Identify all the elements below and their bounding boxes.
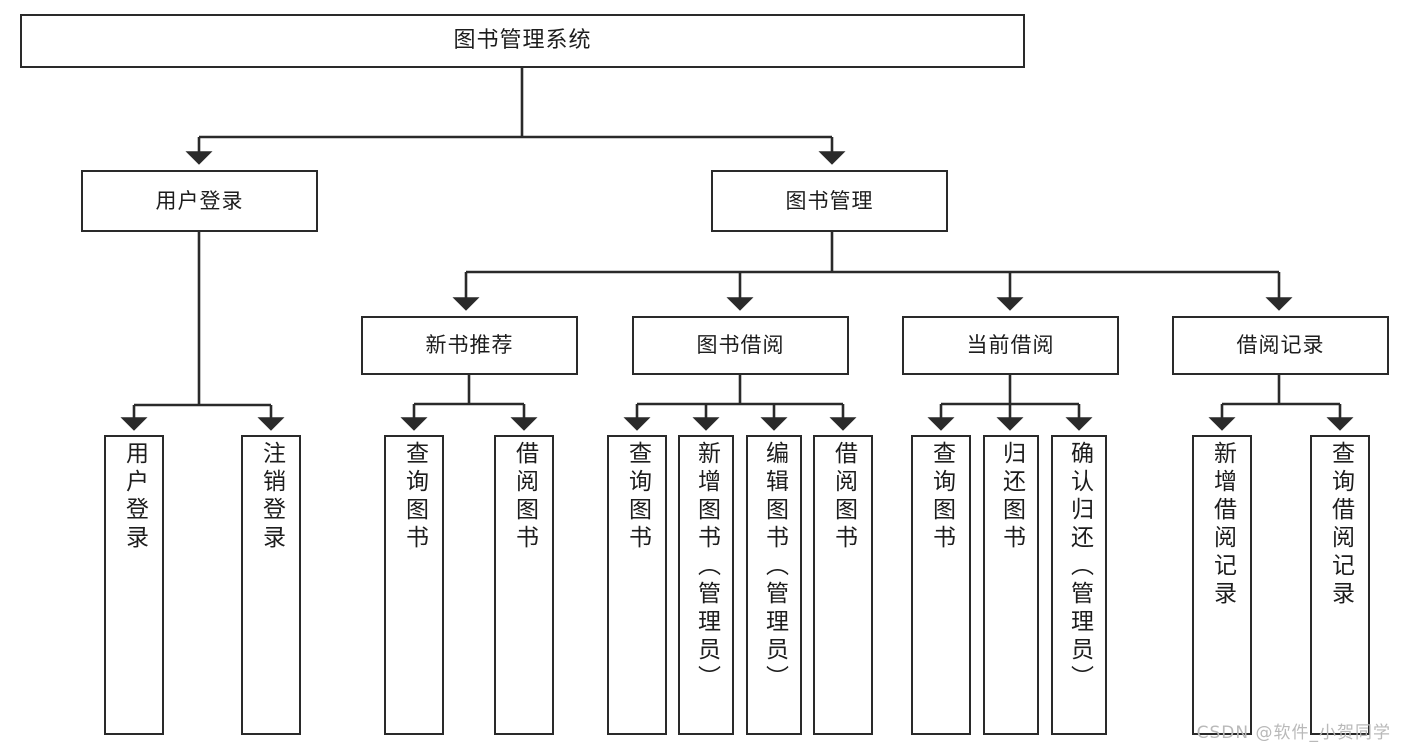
node-label: 当前借阅 [966, 333, 1055, 358]
node-label: 注销登录 [258, 441, 285, 553]
node-label: 查询图书 [624, 441, 651, 553]
node-label: 查询借阅记录 [1327, 441, 1354, 609]
node-book-management[interactable]: 图书管理 [711, 170, 948, 232]
csdn-watermark: CSDN @软件_小贺同学 [1196, 723, 1391, 743]
leaf-borrow-book-newbook[interactable]: 借阅图书 [494, 435, 554, 735]
leaf-return-book[interactable]: 归还图书 [983, 435, 1039, 735]
node-label: 确认归还（管理员） [1066, 441, 1093, 693]
leaf-query-borrow-record[interactable]: 查询借阅记录 [1310, 435, 1370, 735]
leaf-query-book-newbook[interactable]: 查询图书 [384, 435, 444, 735]
node-label: 图书管理系统 [453, 28, 592, 54]
node-user-login[interactable]: 用户登录 [81, 170, 318, 232]
leaf-add-book-admin[interactable]: 新增图书（管理员） [678, 435, 734, 735]
node-label: 归还图书 [998, 441, 1025, 553]
leaf-add-borrow-record[interactable]: 新增借阅记录 [1192, 435, 1252, 735]
node-book-borrow[interactable]: 图书借阅 [632, 316, 849, 375]
node-book-management-system[interactable]: 图书管理系统 [20, 14, 1025, 68]
leaf-logout[interactable]: 注销登录 [241, 435, 301, 735]
leaf-query-book-borrow[interactable]: 查询图书 [607, 435, 667, 735]
leaf-user-login[interactable]: 用户登录 [104, 435, 164, 735]
node-new-book-recommend[interactable]: 新书推荐 [361, 316, 578, 375]
leaf-edit-book-admin[interactable]: 编辑图书（管理员） [746, 435, 802, 735]
leaf-query-book-current[interactable]: 查询图书 [911, 435, 971, 735]
node-label: 新增图书（管理员） [693, 441, 720, 693]
node-borrow-record[interactable]: 借阅记录 [1172, 316, 1389, 375]
node-label: 借阅图书 [511, 441, 538, 553]
node-label: 借阅记录 [1236, 333, 1325, 358]
node-label: 用户登录 [155, 188, 244, 213]
node-label: 编辑图书（管理员） [761, 441, 788, 693]
leaf-borrow-book-borrow[interactable]: 借阅图书 [813, 435, 873, 735]
node-label: 用户登录 [121, 441, 148, 553]
node-label: 借阅图书 [830, 441, 857, 553]
node-label: 查询图书 [928, 441, 955, 553]
leaf-confirm-return-admin[interactable]: 确认归还（管理员） [1051, 435, 1107, 735]
node-label: 新书推荐 [425, 333, 514, 358]
node-current-borrow[interactable]: 当前借阅 [902, 316, 1119, 375]
node-label: 新增借阅记录 [1209, 441, 1236, 609]
node-label: 图书管理 [785, 188, 874, 213]
node-label: 图书借阅 [696, 333, 785, 358]
node-label: 查询图书 [401, 441, 428, 553]
